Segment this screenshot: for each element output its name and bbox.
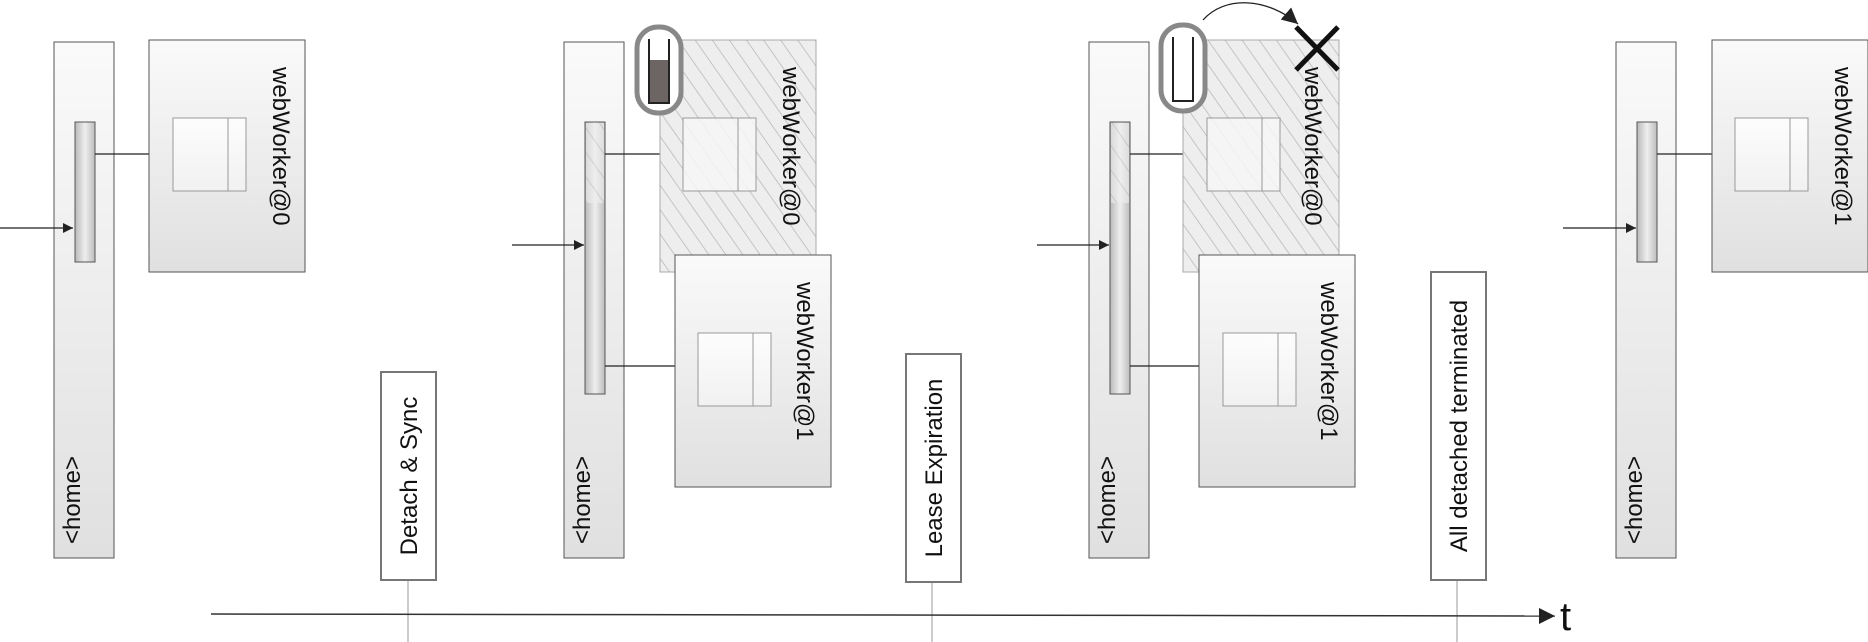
close-icon (1294, 25, 1340, 72)
lease-capsule-empty (1158, 22, 1208, 114)
home-bar (1636, 121, 1658, 263)
event-label: All detached terminated (1446, 300, 1473, 552)
worker-box-webworker-1: webWorker@1 (1198, 254, 1356, 488)
home-bar-hatched-segment (1111, 123, 1129, 203)
worker-box-webworker-1: webWorker@1 (674, 254, 832, 488)
worker-inner-box (172, 117, 247, 192)
worker-label: webWorker@1 (1829, 66, 1856, 226)
home-bar-hatched-segment (586, 123, 604, 203)
worker-inner-box (1222, 332, 1297, 407)
home-label: <home> (59, 456, 86, 544)
worker-label: webWorker@1 (791, 281, 818, 441)
event-label: Lease Expiration (921, 379, 948, 558)
stage-4: <home> webWorker@1 (1563, 39, 1868, 559)
event-all-detached-terminated: All detached terminated (1430, 271, 1487, 642)
worker-box-webworker-0-detached: webWorker@0 (1182, 39, 1340, 273)
expiry-curved-arrow (1202, 2, 1299, 25)
home-label: <home> (569, 456, 596, 544)
worker-inner-box (1734, 117, 1809, 192)
worker-label: webWorker@0 (267, 66, 294, 226)
event-detach-sync: Detach & Sync (380, 371, 437, 642)
home-bar (74, 121, 96, 263)
worker-label: webWorker@1 (1315, 281, 1342, 441)
worker-box-webworker-0: webWorker@0 (148, 39, 306, 273)
home-label: <home> (1094, 456, 1121, 544)
stage-3: <home> webWorker@0 webWorker@1 (1037, 2, 1356, 559)
worker-inner-box (1206, 117, 1281, 192)
axis-label-t: t (1560, 595, 1571, 639)
time-axis: t (210, 595, 1571, 639)
worker-inner-box (682, 117, 757, 192)
worker-label: webWorker@0 (1299, 66, 1326, 226)
worker-inner-box (697, 332, 772, 407)
worker-label: webWorker@0 (777, 66, 804, 226)
lease-capsule-full (634, 24, 684, 116)
stage-2: <home> webWorker@0 webWorker@1 (512, 24, 832, 559)
event-label: Detach & Sync (396, 397, 423, 556)
home-label: <home> (1621, 456, 1648, 544)
worker-box-webworker-0-detached: webWorker@0 (659, 39, 817, 273)
worker-box-webworker-1: webWorker@1 (1711, 39, 1868, 273)
stage-1: <home> webWorker@0 (0, 39, 306, 559)
event-lease-expiration: Lease Expiration (905, 353, 962, 642)
